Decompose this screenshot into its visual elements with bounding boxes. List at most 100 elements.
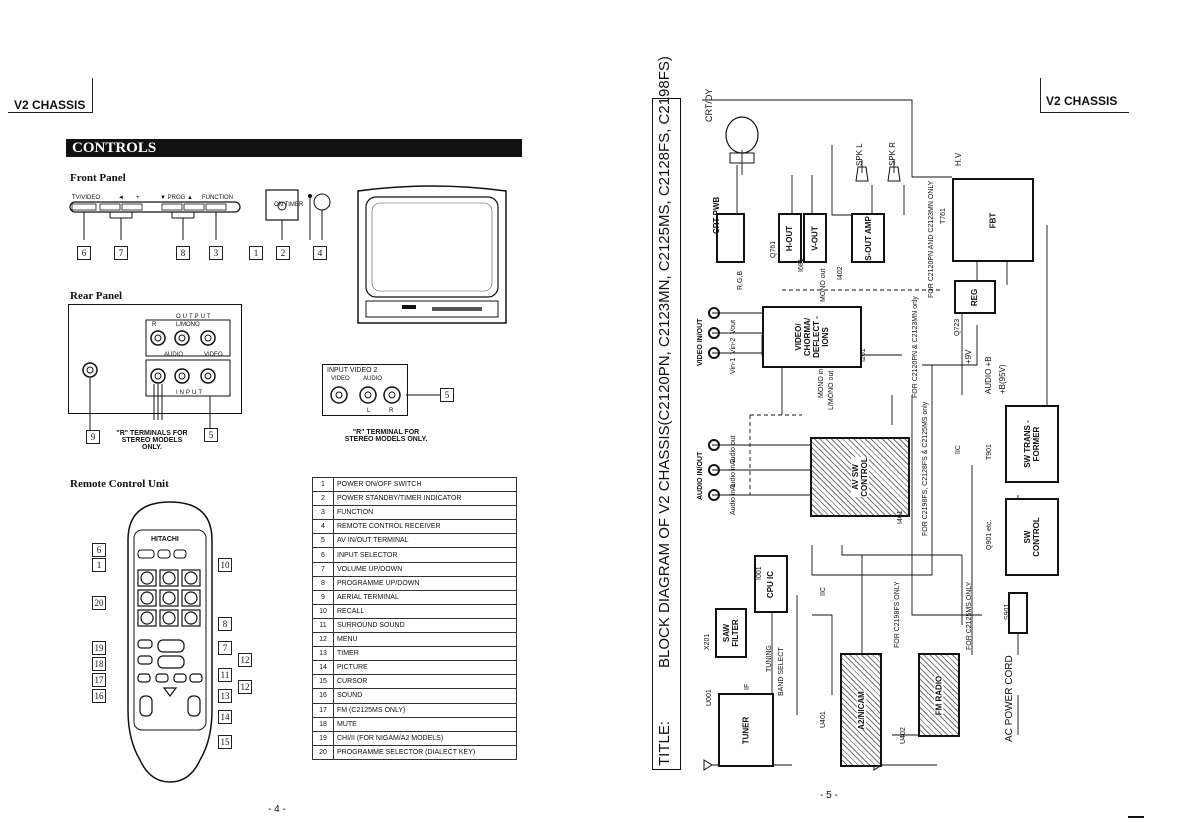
table-row-number: 4: [312, 519, 334, 535]
table-row-label: RECALL: [333, 603, 517, 619]
diagram-title: BLOCK DIAGRAM OF V2 CHASSIS(C2120PN, C21…: [656, 56, 673, 668]
block-fm-radio-label: FM RADIO: [934, 675, 944, 715]
iv2-frame: [322, 364, 408, 416]
lbl-note-c2198-only: FOR C2198FS ONLY: [894, 581, 901, 648]
remote-num-15: 15: [218, 735, 232, 749]
lbl-mono-out: MONO out: [820, 268, 827, 302]
table-row-label: POWER STANDBY/TIMER INDICATOR: [333, 491, 517, 507]
lbl-vin2: Vin-2: [730, 337, 737, 354]
rear-panel-drawing: [68, 304, 248, 444]
fp-label-prog: ▼ PROG ▲: [160, 195, 193, 201]
left-chassis-label: V2 CHASSIS: [14, 98, 86, 112]
left-header-box: [8, 78, 93, 113]
remote-num-14: 14: [218, 710, 232, 724]
rp-audio-label: AUDIO: [164, 352, 184, 358]
remote-num-13: 13: [218, 689, 232, 703]
table-row-label: MUTE: [333, 716, 517, 732]
block-h-out: H-OUT: [778, 213, 802, 263]
lbl-if: IF: [744, 683, 751, 690]
lbl-note-c2120-2: FOR C2120PN & C2123MN only: [912, 296, 919, 398]
lbl-vout: Vout: [730, 319, 737, 334]
block-a2-nicam-label: A2/NICAM: [856, 690, 866, 730]
remote-num-19: 19: [92, 641, 106, 655]
block-s-out: S-OUT AMP: [851, 213, 885, 263]
block-sw-control: SW CONTROL: [1005, 498, 1059, 576]
fp-num-6: 6: [77, 246, 91, 260]
lbl-plus9v: +9V: [964, 349, 973, 364]
table-row-label: PICTURE: [333, 660, 517, 676]
table-row-number: 14: [312, 660, 334, 676]
rp-lmono-label: L/MONO: [176, 322, 200, 328]
lbl-note-c2198: FOR C2198FS, C2128FS & C2125MS only: [922, 401, 929, 536]
fp-num-3: 3: [209, 246, 223, 260]
right-page-number: - 5 -: [820, 790, 838, 801]
table-row-label: PROGRAMME UP/DOWN: [333, 575, 517, 591]
rear-panel-svg: [82, 319, 231, 430]
remote-num-10: 10: [218, 558, 232, 572]
remote-num-17: 17: [92, 673, 106, 687]
table-row-label: VOLUME UP/DOWN: [333, 561, 517, 577]
fp-label-vol-plus: +: [136, 195, 140, 201]
fp-label-tvvideo: TV/VIDEO: [72, 195, 101, 201]
lbl-q723: Q723: [954, 318, 961, 336]
lbl-note-c2125: FOR C2125MS ONLY: [966, 581, 973, 650]
iv2-r: R: [389, 408, 394, 414]
iv2-note: "R" TERMINAL FOR STEREO MODELS ONLY.: [344, 429, 428, 443]
title-frame: [652, 98, 681, 770]
iv2-audio: AUDIO: [363, 376, 383, 382]
block-crt-pwb: CRT PWB: [712, 196, 745, 263]
table-row-number: 12: [312, 632, 334, 648]
block-cpu: CPU IC: [754, 555, 788, 613]
left-page-number: - 4 -: [268, 804, 286, 815]
tv-set-svg: [357, 185, 507, 324]
lbl-video-inout: VIDEO IN/OUT: [697, 318, 704, 366]
table-row-number: 18: [312, 716, 334, 732]
right-header-box: [1040, 78, 1129, 113]
table-row-label: POWER ON/OFF SWITCH: [333, 476, 517, 493]
block-tuner: TUNER: [718, 693, 774, 767]
rp-video-label: VIDEO: [204, 352, 223, 358]
remote-num-16: 16: [92, 689, 106, 703]
remote-num-6: 6: [92, 543, 106, 557]
block-reg: REG: [954, 280, 996, 314]
table-row-number: 1: [312, 476, 334, 493]
table-row-label: REMOTE CONTROL RECEIVER: [333, 519, 517, 535]
table-row-label: SOUND: [333, 688, 517, 704]
table-row-label: PROGRAMME SELECTOR (DIALECT KEY): [333, 744, 517, 760]
block-av-sw-label: AV SW CONTROL: [851, 457, 869, 497]
table-row-label: FUNCTION: [333, 505, 517, 521]
lbl-u402: U402: [900, 727, 907, 744]
table-row-number: 5: [312, 533, 334, 549]
block-fbt-label: FBT: [988, 212, 998, 228]
iv2-num-5: 5: [440, 388, 454, 402]
table-row-number: 2: [312, 491, 334, 507]
remote-drawing: [120, 500, 220, 785]
lbl-t901: T901: [986, 444, 993, 460]
lbl-spk-r: SPK R: [888, 141, 897, 166]
fp-label-vol-minus: ◄: [118, 195, 124, 201]
lbl-hv: H.V: [954, 152, 963, 166]
table-row-label: INPUT SELECTOR: [333, 547, 517, 563]
rp-r-label: R: [152, 322, 157, 328]
fp-label-on-timer: ON TIMER: [274, 202, 304, 208]
controls-title-bar: CONTROLS: [66, 139, 522, 157]
table-row-number: 13: [312, 646, 334, 662]
table-row-number: 15: [312, 674, 334, 690]
lbl-iic-2: IIC: [955, 445, 962, 454]
block-sw-control-label: SW CONTROL: [1023, 517, 1041, 557]
lbl-vin1: Vin-1: [730, 357, 737, 374]
table-row-number: 8: [312, 575, 334, 591]
table-row-label: AV IN/OUT TERMINAL: [333, 533, 517, 549]
lbl-spk-l: SPK L: [855, 143, 864, 166]
table-row-number: 17: [312, 702, 334, 718]
block-av-sw: AV SW CONTROL: [810, 437, 910, 517]
block-v-out-label: V-OUT: [810, 225, 820, 251]
table-row-label: TIMER: [333, 646, 517, 662]
